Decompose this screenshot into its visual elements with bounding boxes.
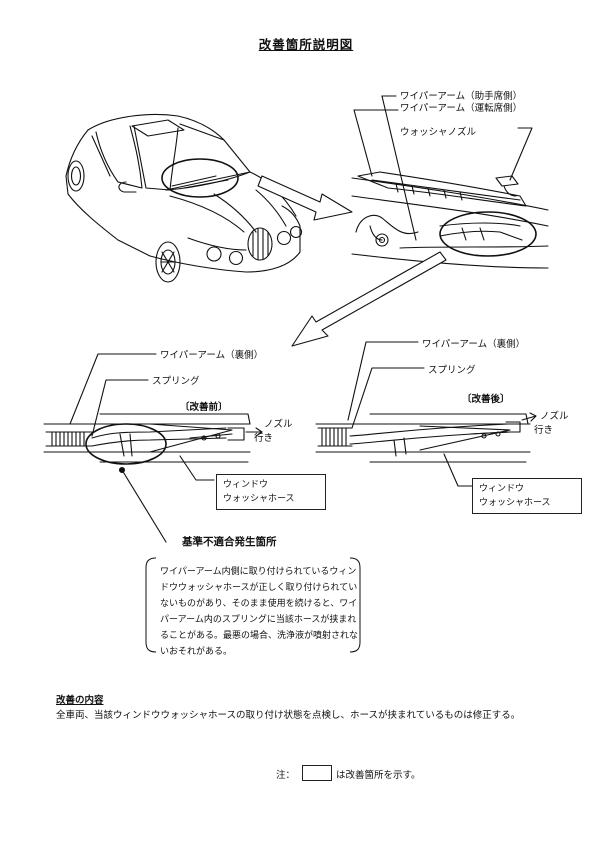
wiper-detail-drawing	[351, 95, 549, 269]
label-after-state: 〔改善後〕	[462, 394, 510, 405]
remedy-text: 全車両、当該ウィンドウウォッシャホースの取り付け状態を点検し、ホースが挟まれてい…	[56, 710, 521, 721]
label-before-to-nozzle-dir: 行き	[254, 433, 274, 444]
label-after-hose-2: ウォッシャホース	[479, 498, 551, 508]
label-before-hose-1: ウィンドウ	[223, 480, 269, 490]
page-title: 改善箇所説明図	[258, 37, 354, 52]
label-washer-nozzle: ウォッシャノズル	[400, 127, 477, 138]
before-diagram-drawing	[43, 353, 263, 543]
label-before-wiper-arm-back: ワイパーアーム（裏側）	[160, 350, 264, 361]
arrow-detail-to-section	[291, 251, 447, 347]
label-after-to-nozzle-dir: 行き	[534, 425, 554, 436]
box-before-hose: ウィンドウ ウォッシャホース	[216, 474, 326, 510]
label-before-hose-2: ウォッシャホース	[223, 494, 295, 504]
label-wiper-arm-driver: ワイパーアーム（運転席側）	[400, 103, 523, 114]
defect-heading: 基準不適合発生箇所	[182, 536, 277, 548]
after-diagram-drawing	[315, 341, 537, 487]
label-wiper-arm-passenger: ワイパーアーム（助手席側）	[400, 91, 523, 102]
note-legend-box	[302, 765, 332, 781]
label-after-to-nozzle: ノズル	[540, 411, 569, 422]
box-after-hose: ウィンドウ ウォッシャホース	[472, 478, 582, 514]
remedy-heading: 改善の内容	[56, 695, 104, 706]
note-prefix: 注：	[276, 770, 296, 781]
label-after-wiper-arm-back: ワイパーアーム（裏側）	[422, 339, 526, 350]
label-after-spring: スプリング	[428, 365, 476, 376]
label-before-state: 〔改善前〕	[180, 402, 228, 413]
defect-description: ワイパーアーム内側に取り付けられているウィンドウウォッシャホースが正しく取り付け…	[150, 556, 368, 662]
label-before-spring: スプリング	[152, 376, 200, 387]
car-drawing	[65, 114, 303, 283]
note-suffix: は改善箇所を示す。	[336, 770, 421, 781]
defect-text: ワイパーアーム内側に取り付けられているウィンドウウォッシャホースが正しく取り付け…	[160, 567, 359, 657]
label-after-hose-1: ウィンドウ	[479, 484, 525, 494]
label-before-to-nozzle: ノズル	[264, 419, 293, 430]
arrow-car-to-detail	[257, 175, 353, 221]
